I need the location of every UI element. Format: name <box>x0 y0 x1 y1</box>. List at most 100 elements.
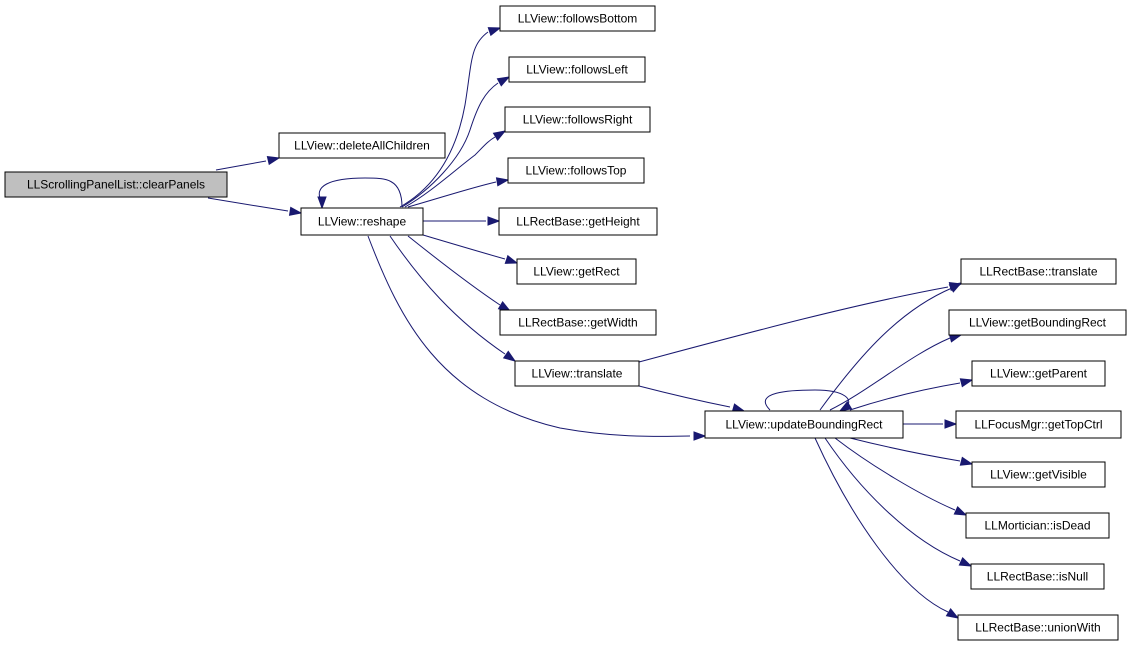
node-rectTranslate[interactable]: LLRectBase::translate <box>960 258 1117 285</box>
edge-arrowhead <box>288 206 303 216</box>
node-label: LLView::translate <box>532 367 623 381</box>
edge-reshape-to-reshape <box>317 177 403 210</box>
node-box[interactable] <box>960 258 1117 285</box>
edges-layer <box>207 27 974 619</box>
node-label: LLView::deleteAllChildren <box>294 139 430 153</box>
node-clearPanels[interactable]: LLScrollingPanelList::clearPanels <box>4 171 228 198</box>
node-getVisible[interactable]: LLView::getVisible <box>971 461 1106 488</box>
edge-arrowhead <box>959 456 974 466</box>
edge-reshape-to-getRect <box>422 234 519 264</box>
node-isDead[interactable]: LLMortician::isDead <box>965 512 1110 539</box>
node-box[interactable] <box>499 5 656 32</box>
node-box[interactable] <box>971 461 1106 488</box>
node-box[interactable] <box>957 614 1119 641</box>
edge-arrowhead <box>487 216 501 226</box>
node-label: LLView::getParent <box>990 367 1088 381</box>
edge-arrowhead <box>838 401 853 412</box>
node-label: LLMortician::isDead <box>984 519 1090 533</box>
node-box[interactable] <box>948 309 1127 336</box>
edge-viewTranslate-to-rectTranslate <box>638 281 963 363</box>
edge-arrowhead <box>953 505 968 516</box>
edge-line <box>404 136 496 208</box>
node-box[interactable] <box>504 106 651 133</box>
edge-updateBoundingRect-to-getParent <box>849 378 974 411</box>
root-node-box[interactable] <box>4 171 228 198</box>
edge-reshape-to-followsTop <box>407 177 510 208</box>
node-label: LLRectBase::isNull <box>987 570 1088 584</box>
node-label: LLRectBase::translate <box>979 265 1097 279</box>
node-isNull[interactable]: LLRectBase::isNull <box>970 563 1105 590</box>
edge-arrowhead <box>496 76 511 87</box>
node-followsBottom[interactable]: LLView::followsBottom <box>499 5 656 32</box>
node-label: LLView::getRect <box>533 265 620 279</box>
node-getWidth[interactable]: LLRectBase::getWidth <box>499 309 657 336</box>
edge-arrowhead <box>495 177 510 187</box>
edge-reshape-to-viewTranslate <box>389 235 517 362</box>
node-getBoundingRect[interactable]: LLView::getBoundingRect <box>948 309 1127 336</box>
node-followsRight[interactable]: LLView::followsRight <box>504 106 651 133</box>
node-getRect[interactable]: LLView::getRect <box>516 258 637 285</box>
node-getParent[interactable]: LLView::getParent <box>971 360 1106 387</box>
edge-line <box>819 287 953 411</box>
node-box[interactable] <box>507 157 645 184</box>
node-box[interactable] <box>704 410 904 439</box>
edge-reshape-to-updateBoundingRect <box>367 235 707 441</box>
node-followsLeft[interactable]: LLView::followsLeft <box>508 56 646 83</box>
edge-updateBoundingRect-to-getVisible <box>849 437 974 466</box>
node-deleteAllChildren[interactable]: LLView::deleteAllChildren <box>278 132 446 159</box>
node-label: LLScrollingPanelList::clearPanels <box>27 178 205 192</box>
edge-updateBoundingRect-to-rectTranslate <box>819 282 963 411</box>
node-viewTranslate[interactable]: LLView::translate <box>514 360 640 387</box>
edge-line <box>215 160 267 171</box>
edge-line <box>824 437 961 562</box>
edge-line <box>422 234 506 260</box>
node-box[interactable] <box>300 207 424 236</box>
edge-reshape-to-followsBottom <box>399 27 502 208</box>
node-label: LLView::followsBottom <box>518 12 638 26</box>
edge-reshape-to-followsRight <box>404 130 507 208</box>
edge-updateBoundingRect-to-getBoundingRect <box>829 333 963 411</box>
node-box[interactable] <box>955 410 1122 439</box>
node-reshape[interactable]: LLView::reshape <box>300 207 424 236</box>
edge-line <box>814 437 949 613</box>
edge-updateBoundingRect-to-getTopCtrl <box>903 419 958 429</box>
node-label: LLView::followsLeft <box>526 63 628 77</box>
edge-line <box>367 235 691 437</box>
node-box[interactable] <box>971 360 1106 387</box>
node-followsTop[interactable]: LLView::followsTop <box>507 157 645 184</box>
node-box[interactable] <box>498 207 658 236</box>
edge-line <box>638 286 949 363</box>
edge-line <box>399 31 489 208</box>
edge-clearPanels-to-reshape <box>207 197 303 216</box>
edge-line <box>638 385 731 408</box>
node-box[interactable] <box>278 132 446 159</box>
edge-line <box>849 382 961 411</box>
edge-viewTranslate-to-updateBoundingRect <box>638 385 746 413</box>
node-getHeight[interactable]: LLRectBase::getHeight <box>498 207 658 236</box>
edge-line <box>318 177 403 208</box>
edge-arrowhead <box>959 378 974 388</box>
node-box[interactable] <box>508 56 646 83</box>
node-box[interactable] <box>499 309 657 336</box>
edge-arrowhead <box>944 419 958 429</box>
edge-arrowhead <box>492 130 507 141</box>
node-label: LLView::followsRight <box>523 113 633 127</box>
node-updateBoundingRect[interactable]: LLView::updateBoundingRect <box>704 410 904 439</box>
node-box[interactable] <box>970 563 1105 590</box>
edge-line <box>389 235 506 355</box>
edge-arrowhead <box>502 350 517 362</box>
node-box[interactable] <box>965 512 1110 539</box>
node-label: LLFocusMgr::getTopCtrl <box>974 418 1102 432</box>
node-getTopCtrl[interactable]: LLFocusMgr::getTopCtrl <box>955 410 1122 439</box>
edge-line <box>834 437 956 511</box>
edge-arrowhead <box>317 196 327 210</box>
edge-arrowhead <box>504 254 519 264</box>
node-box[interactable] <box>514 360 640 387</box>
node-box[interactable] <box>516 258 637 285</box>
edge-reshape-to-getWidth <box>407 235 512 312</box>
edge-line <box>207 197 289 212</box>
edge-line <box>407 235 501 306</box>
edge-updateBoundingRect-to-updateBoundingRect <box>764 389 853 412</box>
node-unionWith[interactable]: LLRectBase::unionWith <box>957 614 1119 641</box>
